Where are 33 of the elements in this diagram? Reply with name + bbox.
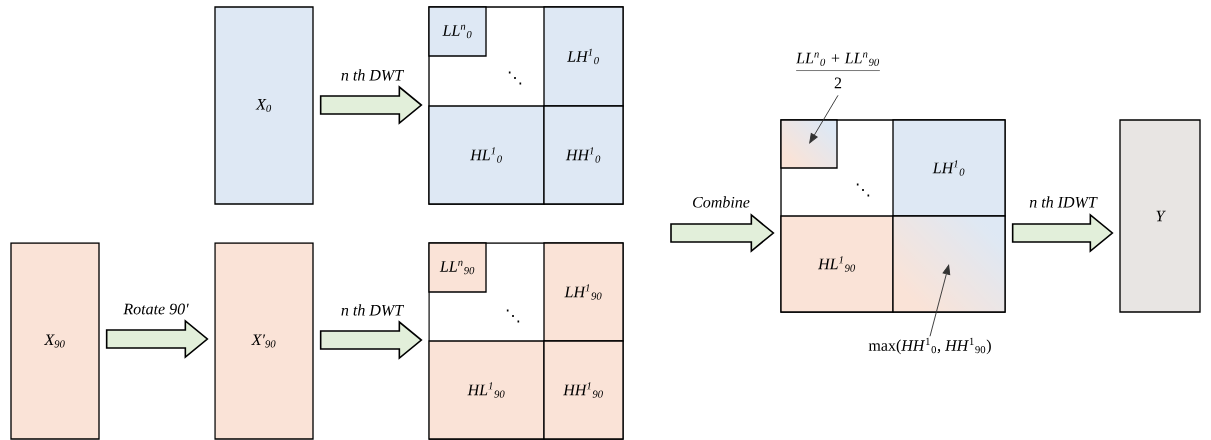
subband-cell: LH$^{1}$0 <box>543 6 624 107</box>
formula-label: max(HH$^{1}$$_{0}$, HH$^{1}$$_{90}$) <box>868 337 991 355</box>
edge-label: Combine <box>693 196 750 208</box>
edge-label: n th DWT <box>341 304 405 316</box>
ellipsis: ⋱ <box>856 183 870 197</box>
subband-cell: HH$^{1}$90 <box>543 340 624 440</box>
image-box: X$_{90}$ <box>10 242 100 440</box>
edge-label: n th IDWT <box>1029 196 1098 208</box>
block-arrow <box>670 213 775 253</box>
subband-cell: HH$^{1}$0 <box>543 105 624 205</box>
subband-cell: LH$^{1}$90 <box>543 242 624 342</box>
leader-line <box>809 94 839 144</box>
subband-cell: HL$^{1}$90 <box>428 340 545 440</box>
subband-cell: HL$^{1}$90 <box>780 215 894 313</box>
subband-cell <box>892 215 1006 313</box>
image-box: Y <box>1119 119 1201 313</box>
subband-block: LL$^{n}$90 <box>428 242 487 293</box>
edge-label: n th DWT <box>341 69 405 81</box>
formula-label: LL$^{n}$$_{0}$ + LL$^{n}$90 2 <box>795 52 881 89</box>
leader-line <box>929 264 951 337</box>
edge-label: Rotate 90′ <box>123 303 189 315</box>
image-box: X′$_{90}$ <box>214 242 314 440</box>
block-arrow <box>319 85 423 125</box>
ellipsis: ⋱ <box>508 71 522 85</box>
block-arrow <box>105 319 209 359</box>
subband-block <box>780 119 838 169</box>
ellipsis: ⋱ <box>506 309 520 323</box>
image-box: X$_{0}$ <box>214 6 314 205</box>
subband-cell: LH$^{1}$0 <box>892 119 1006 217</box>
block-arrow <box>319 320 423 360</box>
block-arrow <box>1011 213 1114 253</box>
subband-block: LL$^{n}$0 <box>428 6 487 57</box>
subband-cell: HL$^{1}$0 <box>428 105 545 205</box>
